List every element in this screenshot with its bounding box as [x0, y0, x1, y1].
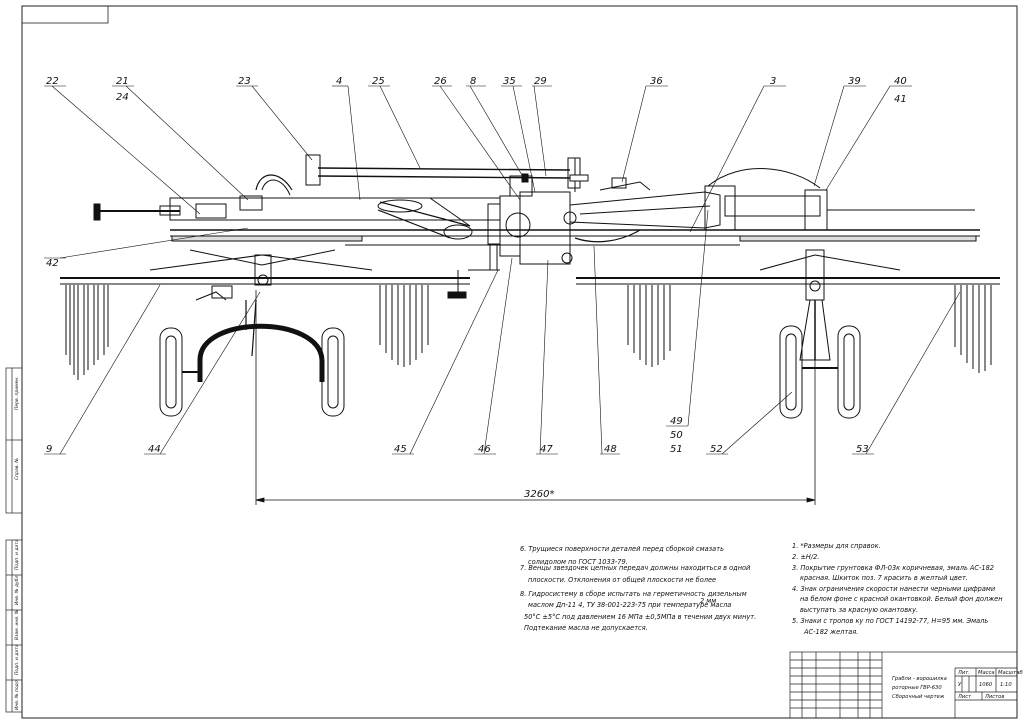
callout-8: 8 — [470, 76, 476, 87]
frame-border — [21, 5, 1018, 719]
title-scale: 1:10 — [1000, 682, 1012, 688]
note-left-2: 7. Венцы звездочек цепных передач должны… — [520, 564, 751, 572]
frame-top-stamp — [21, 5, 109, 24]
callout-23: 23 — [238, 76, 251, 87]
side-stamp — [5, 367, 23, 713]
callout-42: 42 — [46, 258, 59, 269]
callout-24: 24 — [116, 92, 129, 103]
callout-9: 9 — [46, 444, 52, 455]
title-lit: У — [958, 682, 962, 688]
side-label-1: Справ. № — [14, 458, 20, 480]
callout-46: 46 — [478, 444, 491, 455]
callout-52: 52 — [710, 444, 723, 455]
title-sheet: Лист — [957, 694, 972, 700]
callout-22: 22 — [46, 76, 59, 87]
right-wheel-assembly — [779, 325, 861, 419]
title-name-1: роторные ГВР-630 — [891, 685, 942, 691]
callout-29: 29 — [534, 76, 547, 87]
note-left-1: солидолом по ГОСТ 1033-79. — [528, 558, 628, 566]
side-label-5: Подп. и дата — [14, 644, 20, 675]
callouts: 22 21 24 23 4 25 26 8 35 29 36 3 39 40 4… — [46, 76, 907, 455]
callout-40: 40 — [894, 76, 907, 87]
left-wheel-assembly — [159, 285, 345, 417]
title-block-text: Грабли - ворошилка роторные ГВР-630 Сбор… — [891, 670, 1023, 700]
callout-50: 50 — [670, 430, 683, 441]
dimension-3260 — [255, 290, 816, 505]
side-stamp-labels: Перв. примен. Справ. № Подп. и дата Инв.… — [14, 376, 20, 710]
callout-47: 47 — [540, 444, 553, 455]
callout-21: 21 — [116, 76, 129, 87]
callout-4: 4 — [336, 76, 342, 87]
note-right-4: 4. Знак ограничения скорости нанести чер… — [792, 585, 996, 593]
main-frame — [169, 197, 980, 246]
callout-49: 49 — [670, 416, 683, 427]
title-mass: 1060 — [979, 682, 993, 688]
right-arm — [569, 168, 975, 243]
callout-36: 36 — [650, 76, 663, 87]
notes-right: 1. *Размеры для справок. 2. ±Н/2. 3. Пок… — [792, 542, 1003, 636]
note-left-3: плоскости. Отклонения от общей плоскости… — [528, 576, 716, 584]
note-right-5: на белом фоне с красной окантовкой. Белы… — [800, 595, 1003, 603]
title-name-2: Сборочный чертеж — [892, 694, 945, 700]
note-left-7: Подтекание масла не допускается. — [524, 624, 648, 632]
note-right-3: красная. Шкиток поз. 7 красить в желтый … — [800, 574, 968, 582]
callout-25: 25 — [372, 76, 385, 87]
title-head-scale: Масштаб — [998, 670, 1023, 676]
callout-41: 41 — [894, 94, 907, 105]
central-gearbox — [487, 173, 577, 265]
callout-53: 53 — [856, 444, 869, 455]
dimension-label: 3260* — [524, 489, 554, 500]
belt-drive — [377, 197, 473, 240]
note-right-6: выступать за красную окантовку. — [800, 606, 918, 614]
note-right-7: 5. Знаки с тропов ку по ГОСТ 14192-77, Н… — [792, 617, 988, 625]
callout-45: 45 — [394, 444, 407, 455]
left-hitch — [93, 195, 263, 221]
note-left-4: 8. Гидросистему в сборе испытать на герм… — [520, 590, 747, 598]
title-head-mass: Масса — [978, 670, 995, 676]
side-label-3: Инв. № дубл. — [14, 574, 20, 605]
callout-35: 35 — [503, 76, 516, 87]
note-left-6: 50°С ±5°С под давлением 16 МПа ±0,5МПа в… — [524, 613, 756, 621]
side-label-4: Взам. инв. № — [14, 609, 20, 640]
side-label-6: Инв. № подл. — [14, 679, 20, 710]
title-sheets: Листов — [984, 694, 1004, 700]
title-name-0: Грабли - ворошилка — [892, 676, 947, 682]
side-label-0: Перв. примен. — [14, 376, 20, 410]
title-head-lit: Лит. — [957, 670, 970, 676]
machine-assembly — [60, 154, 1000, 419]
note-left-5: маслом Дп-11 4, ТУ 38-001-223-75 при тем… — [528, 601, 731, 609]
note-right-1: 2. ±Н/2. — [792, 553, 819, 561]
title-block — [789, 651, 1018, 719]
callout-39: 39 — [848, 76, 861, 87]
callout-44: 44 — [148, 444, 161, 455]
center-support-leg — [447, 244, 500, 299]
callout-26: 26 — [434, 76, 447, 87]
left-rotor — [60, 249, 470, 286]
side-label-2: Подп. и дата — [14, 539, 20, 570]
leader-lines — [44, 85, 961, 455]
tines — [65, 285, 992, 380]
note-right-0: 1. *Размеры для справок. — [792, 542, 881, 550]
note-left-0: 6. Трущиеся поверхности деталей перед сб… — [520, 545, 724, 553]
callout-3: 3 — [770, 76, 776, 87]
note-tolerance: 2 мм — [700, 597, 716, 605]
notes-left: 6. Трущиеся поверхности деталей перед сб… — [520, 545, 756, 632]
callout-48: 48 — [604, 444, 617, 455]
callout-51: 51 — [670, 444, 683, 455]
note-right-8: АС-182 желтая. — [803, 628, 858, 636]
note-right-2: 3. Покрытие грунтовка ФЛ-03к коричневая,… — [792, 564, 994, 572]
